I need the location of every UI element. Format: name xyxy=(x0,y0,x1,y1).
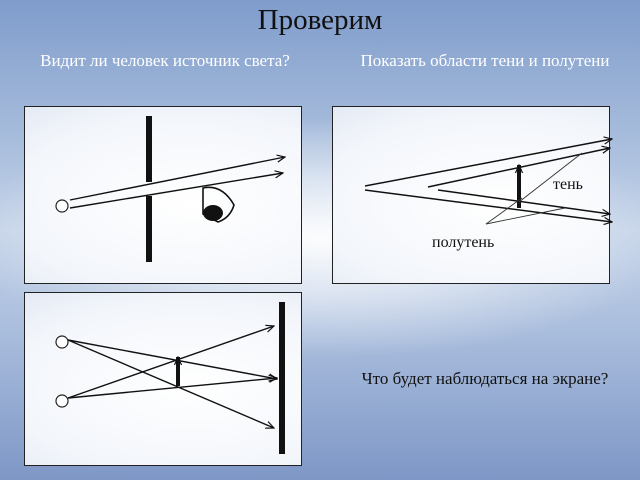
panel-screen xyxy=(24,292,302,466)
ray xyxy=(67,326,274,399)
ray xyxy=(67,339,277,379)
ray xyxy=(67,378,277,399)
light-source-icon xyxy=(55,394,69,408)
light-source-icon xyxy=(55,335,69,349)
ray xyxy=(364,139,612,187)
shadow-pointer xyxy=(518,152,583,203)
label-shadow: тень xyxy=(553,176,583,193)
diagram-shadow-penumbra xyxy=(364,139,612,225)
eye-icon xyxy=(202,186,235,223)
question-left: Видит ли человек источник света? xyxy=(40,51,290,70)
ray xyxy=(67,339,274,428)
task-right: Показать области тени и полутени xyxy=(360,51,610,70)
light-source-icon xyxy=(55,199,69,213)
label-penumbra: полутень xyxy=(432,234,495,251)
ray xyxy=(69,157,285,201)
penumbra-pointer xyxy=(485,207,566,225)
panel-person-light xyxy=(24,106,302,284)
penumbra-pointer xyxy=(485,197,523,225)
ray xyxy=(364,189,612,222)
diagram-person-light xyxy=(55,116,285,262)
ray xyxy=(69,173,283,209)
diagram-screen xyxy=(55,302,285,454)
question-bottom: Что будет наблюдаться на экране? xyxy=(361,369,609,388)
ray xyxy=(437,189,610,214)
slide-title: Проверим xyxy=(257,4,383,36)
